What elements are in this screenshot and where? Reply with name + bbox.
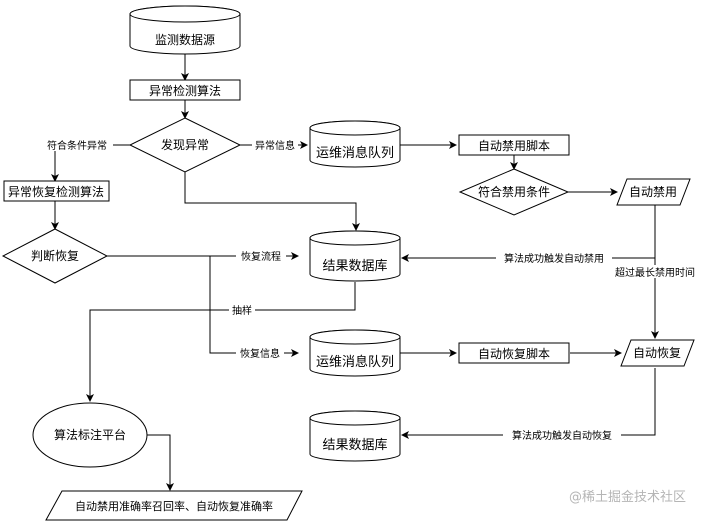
node-auto-disable: 自动禁用 (616, 178, 691, 206)
node-label-auto-disable-script: 自动禁用脚本 (478, 138, 550, 153)
edge-label-exceed-max-disable: 超过最长禁用时间 (615, 266, 695, 279)
edge-found-to-result-db (184, 172, 360, 231)
node-monitor-source: 监测数据源 (129, 5, 241, 55)
node-mq-top: 运维消息队列 (309, 120, 401, 168)
node-label-auto-recover: 自动恢复 (633, 346, 681, 360)
node-recovery-algo: 异常恢复检测算法 (3, 180, 110, 202)
node-label-platform: 算法标注平台 (32, 402, 148, 468)
node-found-anomaly: 发现异常 (128, 117, 242, 173)
edge-label-algo-trigger-disable: 算法成功触发自动禁用 (504, 252, 604, 265)
node-label-result-db-mid: 结果数据库 (322, 258, 387, 274)
edge-platform-to-output (138, 434, 174, 491)
edge-label-sampling: 抽样 (232, 304, 252, 317)
node-auto-recover: 自动恢复 (620, 339, 695, 367)
node-anomaly-algo: 异常检测算法 (129, 79, 241, 101)
node-mq-bottom: 运维消息队列 (309, 329, 401, 377)
nodes: 监测数据源 异常检测算法 发现异常 运维消息队列 自动禁用脚本 符合禁用条件 (1, 5, 695, 521)
edge-auto-recover-to-result-db-bottom (401, 368, 656, 439)
node-result-db-bottom: 结果数据库 (309, 410, 401, 462)
node-meets-disable-cond: 符合禁用条件 (458, 168, 570, 216)
edge-label-meets-cond-anomaly: 符合条件异常 (47, 139, 107, 152)
node-label-judge-recovery: 判断恢复 (31, 248, 79, 263)
node-label-auto-recover-script: 自动恢复脚本 (478, 346, 550, 361)
node-label-mq-top: 运维消息队列 (316, 145, 394, 161)
node-label-auto-disable: 自动禁用 (629, 185, 677, 199)
node-label-recovery-algo: 异常恢复检测算法 (8, 184, 104, 199)
node-label-result-db-bottom: 结果数据库 (322, 437, 387, 453)
node-judge-recovery: 判断恢复 (1, 228, 109, 284)
node-label-anomaly-algo: 异常检测算法 (149, 83, 221, 98)
edge-label-algo-trigger-recover: 算法成功触发自动恢复 (512, 429, 612, 442)
edge-label-recovery-info: 恢复信息 (240, 347, 280, 360)
edge-label-anomaly-info: 异常信息 (255, 139, 295, 152)
node-label-meets-disable-cond: 符合禁用条件 (478, 184, 550, 199)
node-label-monitor-source: 监测数据源 (155, 32, 215, 47)
edge-result-db-to-platform (86, 282, 356, 402)
node-result-db-mid: 结果数据库 (309, 230, 401, 282)
node-auto-recover-script: 自动恢复脚本 (458, 342, 570, 364)
edge-label-recovery-flow: 恢复流程 (241, 250, 281, 263)
edge-labels: 符合条件异常 异常信息 恢复流程 算法成功触发自动禁用 超过最长禁用时间 抽样 … (41, 138, 701, 442)
node-label-found-anomaly: 发现异常 (161, 137, 209, 152)
node-label-mq-bottom: 运维消息队列 (316, 354, 394, 370)
watermark-text: @稀土掘金技术社区 (569, 489, 686, 505)
edge-auto-disable-to-result-db (401, 205, 656, 262)
node-auto-disable-script: 自动禁用脚本 (458, 134, 570, 156)
node-label-accuracy-output: 自动禁用准确率召回率、自动恢复准确率 (75, 499, 273, 513)
node-label-label-platform: 算法标注平台 (54, 427, 126, 442)
node-accuracy-output: 自动禁用准确率召回率、自动恢复准确率 (45, 490, 303, 521)
